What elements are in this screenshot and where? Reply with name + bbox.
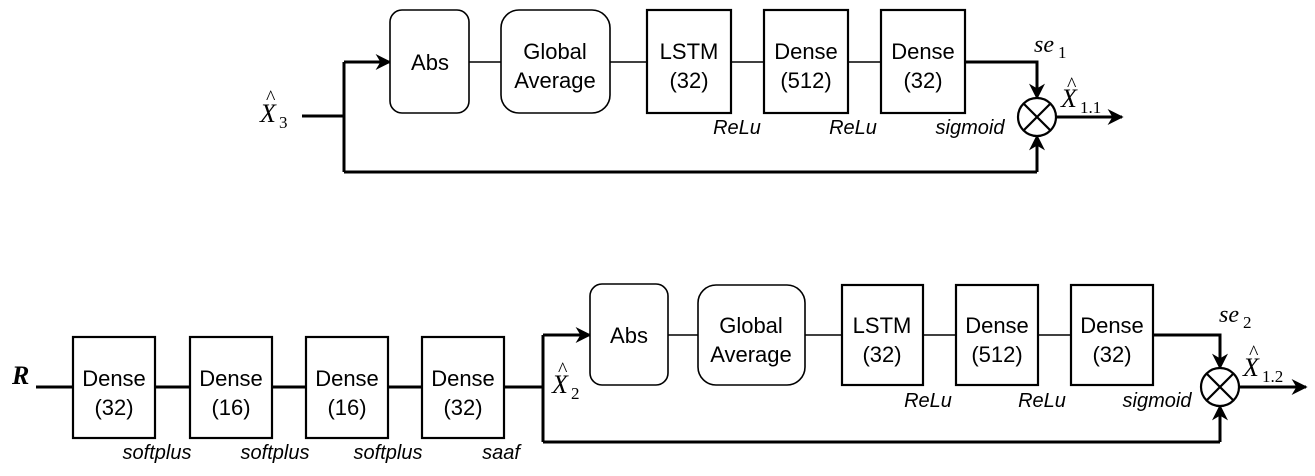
bottom-dense-32-block: Dense (32) bbox=[1069, 283, 1155, 387]
top-input-symbol: X bbox=[259, 99, 277, 128]
block-label: Dense bbox=[891, 39, 955, 64]
top-global-average-block: Global Average bbox=[500, 9, 611, 114]
top-se-label: se 1 bbox=[1034, 32, 1067, 62]
block-label: (32) bbox=[903, 68, 942, 93]
block-label: Dense bbox=[1080, 313, 1144, 338]
se-subscript: 2 bbox=[1243, 313, 1252, 332]
bottom-global-average-block: Global Average bbox=[697, 284, 806, 386]
hat-mark: ^ bbox=[1067, 74, 1077, 96]
block-label: Abs bbox=[411, 50, 449, 75]
block-label: LSTM bbox=[660, 39, 719, 64]
se-subscript: 1 bbox=[1058, 43, 1067, 62]
bottom-pre-dense-16-block: Dense (16) bbox=[188, 335, 274, 440]
block-label: LSTM bbox=[853, 313, 912, 338]
bottom-mid-symbol: X bbox=[551, 370, 569, 399]
bottom-pre-dense-32b-block: Dense (32) bbox=[420, 335, 506, 440]
bottom-diagram: R Dense (32) Dense (16) Dense (16) Dense… bbox=[11, 283, 1308, 464]
block-label: (32) bbox=[1092, 342, 1131, 367]
block-label: Dense bbox=[774, 39, 838, 64]
bottom-lstm-block: LSTM (32) bbox=[840, 283, 925, 387]
top-abs-block: Abs bbox=[389, 9, 470, 114]
se-symbol: se bbox=[1034, 32, 1054, 58]
top-input-subscript: 3 bbox=[279, 113, 288, 132]
bottom-pre-dense-32-block: Dense (32) bbox=[71, 335, 157, 440]
block-label: Dense bbox=[965, 313, 1029, 338]
block-label: (32) bbox=[862, 342, 901, 367]
activation-label: ReLu bbox=[713, 117, 761, 139]
block-label: Global bbox=[719, 313, 783, 338]
bottom-output-label: ^ X 1.2 bbox=[1242, 342, 1283, 386]
top-output-symbol: X bbox=[1060, 84, 1078, 113]
block-label: (512) bbox=[780, 68, 831, 93]
bottom-se-label: se 2 bbox=[1219, 302, 1252, 332]
activation-label: ReLu bbox=[1018, 390, 1066, 412]
top-dense-512-block: Dense (512) bbox=[762, 8, 850, 115]
bottom-output-subscript: 1.2 bbox=[1262, 367, 1283, 386]
top-output-subscript: 1.1 bbox=[1080, 98, 1101, 117]
block-label: Dense bbox=[82, 366, 146, 391]
block-label: (32) bbox=[94, 395, 133, 420]
block-label: Dense bbox=[431, 366, 495, 391]
bottom-abs-block: Abs bbox=[589, 283, 669, 386]
activation-label: ReLu bbox=[904, 390, 952, 412]
se-symbol: se bbox=[1219, 302, 1239, 328]
block-label: (32) bbox=[669, 68, 708, 93]
bottom-output-symbol: X bbox=[1242, 353, 1260, 382]
activation-label: saaf bbox=[482, 442, 522, 464]
top-diagram: ^ X 3 Abs Global Average LSTM bbox=[259, 8, 1124, 174]
activation-label: softplus bbox=[354, 442, 423, 464]
block-label: (16) bbox=[327, 395, 366, 420]
block-label: (512) bbox=[971, 342, 1022, 367]
top-output-label: ^ X 1.1 bbox=[1060, 74, 1101, 117]
bottom-mid-subscript: 2 bbox=[571, 384, 580, 403]
bottom-mid-label: ^ X 2 bbox=[551, 359, 580, 403]
block-label: Abs bbox=[610, 323, 648, 348]
activation-label: sigmoid bbox=[936, 117, 1006, 139]
hat-mark: ^ bbox=[558, 359, 568, 381]
block-label: (32) bbox=[443, 395, 482, 420]
block-label: Global bbox=[523, 39, 587, 64]
top-dense-32-block: Dense (32) bbox=[879, 8, 967, 115]
block-label: Dense bbox=[315, 366, 379, 391]
block-label: Dense bbox=[199, 366, 263, 391]
hat-mark: ^ bbox=[266, 87, 276, 109]
activation-label: sigmoid bbox=[1123, 390, 1193, 412]
top-lstm-block: LSTM (32) bbox=[645, 8, 733, 115]
bottom-se-arrow bbox=[1153, 333, 1228, 370]
top-multiply-icon bbox=[1016, 96, 1058, 138]
block-label: Average bbox=[710, 342, 792, 367]
bottom-pre-dense-16b-block: Dense (16) bbox=[304, 335, 390, 440]
bottom-dense-512-block: Dense (512) bbox=[954, 283, 1040, 387]
activation-label: ReLu bbox=[829, 117, 877, 139]
activation-label: softplus bbox=[123, 442, 192, 464]
top-se-arrow bbox=[965, 60, 1045, 100]
top-input-label: ^ X 3 bbox=[259, 87, 288, 132]
bottom-multiply-icon bbox=[1199, 366, 1241, 408]
hat-mark: ^ bbox=[1249, 342, 1259, 364]
block-label: Average bbox=[514, 68, 596, 93]
block-label: (16) bbox=[211, 395, 250, 420]
activation-label: softplus bbox=[241, 442, 310, 464]
bottom-input-symbol: R bbox=[11, 361, 29, 390]
